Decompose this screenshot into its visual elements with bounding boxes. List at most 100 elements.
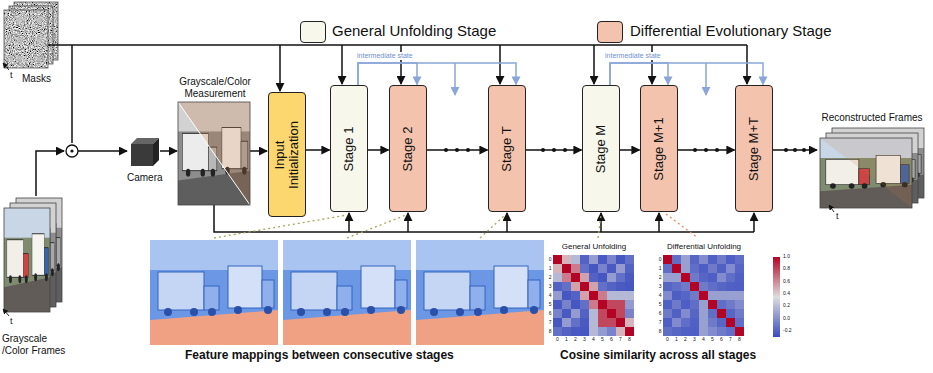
heatmap-cell: [699, 327, 708, 336]
drawing-part: [593, 45, 595, 84]
drawing-part: [3, 63, 9, 70]
intermediate-arrow: [610, 63, 668, 85]
heatmap-cell: [607, 309, 616, 318]
axis-tick: 3: [549, 284, 552, 290]
heatmap-cell: [681, 327, 690, 336]
heatmap-cell: [663, 327, 672, 336]
heatmap-cell: [681, 264, 690, 273]
heatmap-cell: [553, 264, 562, 273]
colorbar-tick: 0.0: [783, 316, 790, 322]
heatmap-cell: [625, 255, 634, 264]
axis-tick: 2: [684, 337, 687, 343]
drawing-part: [178, 102, 250, 205]
colorbar-tick: 0.4: [783, 291, 790, 297]
drawing-part: [250, 150, 267, 152]
heatmap-cell: [717, 264, 726, 273]
heatmap-cell: [663, 282, 672, 291]
intermediate-arrow: [358, 63, 417, 85]
drawing-part: [348, 213, 350, 232]
heatmap-cell: [726, 327, 735, 336]
heatmap-cell: [616, 291, 625, 300]
heatmap-cell: [616, 264, 625, 273]
drawing-part: [454, 63, 456, 95]
flow-arrow: [427, 149, 488, 151]
wires: [36, 45, 817, 232]
heatmap-cell: [598, 264, 607, 273]
stage-label: Stage T: [500, 126, 514, 171]
heatmap-cell: [589, 318, 598, 327]
axis-tick: 2: [549, 275, 552, 281]
leader-lines: [214, 214, 698, 238]
heatmap-cell: [607, 300, 616, 309]
drawing-part: [4, 208, 50, 312]
heatmap-cell: [726, 318, 735, 327]
axis-tick: 5: [549, 302, 552, 308]
heatmap-cell: [607, 291, 616, 300]
axis-tick: 5: [601, 337, 604, 343]
heatmap-cell: [607, 327, 616, 336]
drawing-part: [36, 151, 64, 196]
heatmap-cell: [607, 273, 616, 282]
flow-arrow: [368, 149, 389, 151]
heatmap-cell: [553, 327, 562, 336]
stage-label: Stage M+1: [652, 117, 666, 180]
heatmap-cell: [690, 273, 699, 282]
heatmap-cell: [625, 300, 634, 309]
drawing-part: [71, 45, 73, 143]
heatmap-cell: [663, 273, 672, 282]
drawing-part: [4, 10, 48, 68]
heatmap-cell: [672, 309, 681, 318]
heatmap-cell: [589, 264, 598, 273]
heatmap-cell: [735, 264, 744, 273]
heatmap-cell: [616, 255, 625, 264]
axis-tick: 3: [583, 337, 586, 343]
heatmap-cell: [726, 264, 735, 273]
heatmap-cell: [553, 318, 562, 327]
image-label: Masks: [22, 73, 51, 85]
heatmap-cell: [616, 309, 625, 318]
heatmap-cell: [690, 309, 699, 318]
drawing-part: [784, 148, 788, 152]
frame-stack: [3, 198, 62, 316]
heatmap-cell: [580, 309, 589, 318]
heatmap-cell: [589, 255, 598, 264]
axis-tick: 1: [565, 337, 568, 343]
heatmap-cell: [708, 255, 717, 264]
axis-tick: 7: [729, 337, 732, 343]
heatmap-cell: [571, 255, 580, 264]
axis-symbol: t: [10, 70, 13, 80]
drawing-part: [178, 102, 250, 205]
heatmap-cell: [708, 309, 717, 318]
drawing-part: [407, 213, 409, 232]
drawing-part: [160, 150, 177, 152]
camera-icon: [131, 138, 159, 166]
heatmap-cell: [699, 291, 708, 300]
heatmap-cell: [690, 318, 699, 327]
axis-tick: 8: [738, 337, 741, 343]
drawing-part: [214, 215, 347, 238]
heatmap-cell: [717, 309, 726, 318]
drawing-part: [178, 102, 250, 205]
heatmap-cell: [562, 264, 571, 273]
drawing-part: [70, 149, 73, 152]
drawing-part: [131, 144, 153, 166]
heatmap-cell: [717, 327, 726, 336]
heatmap-cell: [726, 291, 735, 300]
heatmap-cell: [717, 255, 726, 264]
similarity-heatmaps: [553, 255, 744, 336]
heatmap-cell: [589, 273, 598, 282]
heatmap-cell: [571, 264, 580, 273]
axis-tick: 7: [659, 320, 662, 326]
heatmap-cell: [699, 255, 708, 264]
heatmap-cell: [663, 255, 672, 264]
drawing-part: [150, 240, 278, 345]
heatmap-cell: [580, 318, 589, 327]
drawing-part: [66, 145, 78, 157]
mask-stack: [3, 2, 58, 70]
heatmap-cell: [681, 273, 690, 282]
heatmap-cell: [580, 291, 589, 300]
drawing-part: [347, 215, 406, 238]
drawing-part: [4, 208, 50, 312]
heatmap-cell: [562, 318, 571, 327]
heatmap-cell: [589, 327, 598, 336]
